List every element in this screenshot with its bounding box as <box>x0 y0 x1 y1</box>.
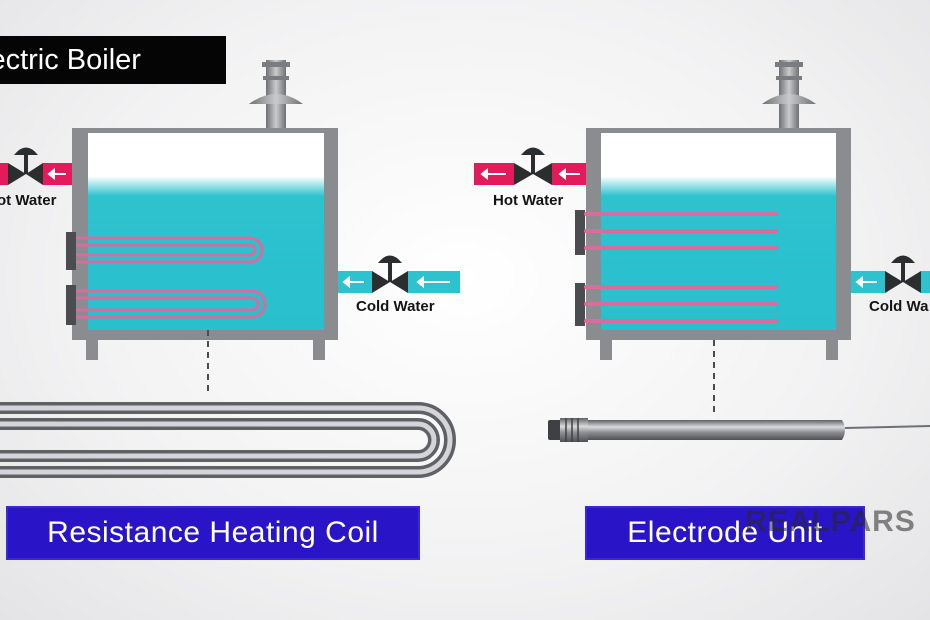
diagram-title-text: lectric Boiler <box>0 44 141 76</box>
electrode-unit-label: Electrode Unit <box>585 506 865 560</box>
left-cold-water-pipe <box>338 255 460 293</box>
flow-arrow-icon <box>855 275 877 289</box>
diagram-title: lectric Boiler <box>0 36 226 84</box>
left-cold-water-label: Cold Water <box>356 298 435 315</box>
flow-arrow-icon <box>480 167 580 181</box>
chimney-icon <box>762 60 816 128</box>
right-electrode-flange <box>575 283 585 326</box>
valve-icon <box>885 255 921 293</box>
right-boiler <box>474 60 930 442</box>
left-boiler <box>0 60 460 478</box>
resistance-heating-coil-label: Resistance Heating Coil <box>6 506 420 560</box>
left-coil-flange <box>66 232 76 270</box>
chimney-icon <box>249 60 303 128</box>
electrode-unit-illustration <box>548 418 930 442</box>
valve-icon <box>372 255 408 293</box>
right-cold-water-label: Cold Wa <box>869 298 929 315</box>
right-electrode-flange <box>575 210 585 255</box>
valve-icon <box>514 147 552 185</box>
right-cold-water-pipe <box>851 255 930 293</box>
resistance-heating-coil-illustration <box>0 402 456 478</box>
left-coil-flange <box>66 285 76 325</box>
right-hot-water-label: Hot Water <box>493 192 564 209</box>
valve-icon <box>8 147 43 185</box>
realpars-watermark: REALPARS <box>745 505 916 538</box>
left-hot-water-label: ot Water <box>0 192 57 209</box>
flow-arrow-icon <box>47 167 66 181</box>
left-boiler-water <box>88 133 324 330</box>
right-electrodes <box>584 212 778 323</box>
flow-arrow-icon <box>342 275 450 289</box>
left-hot-water-pipe <box>0 147 72 185</box>
left-heating-coil <box>76 236 267 319</box>
right-hot-water-pipe <box>474 147 586 185</box>
